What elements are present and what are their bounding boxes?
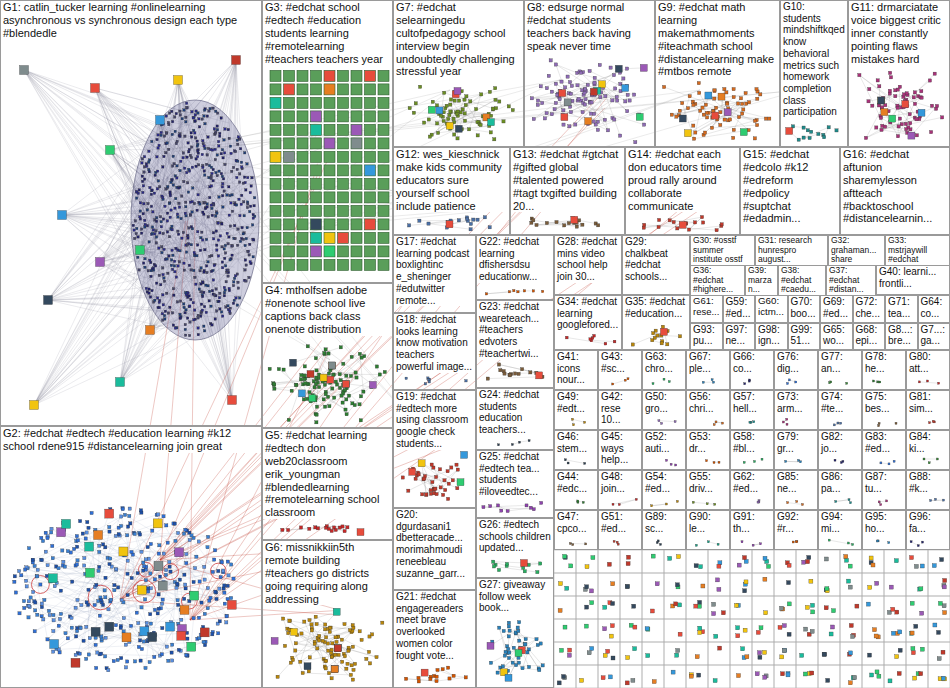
graph-canvas: G1: catlin_tucker learning #onlinelearni… xyxy=(0,0,950,688)
